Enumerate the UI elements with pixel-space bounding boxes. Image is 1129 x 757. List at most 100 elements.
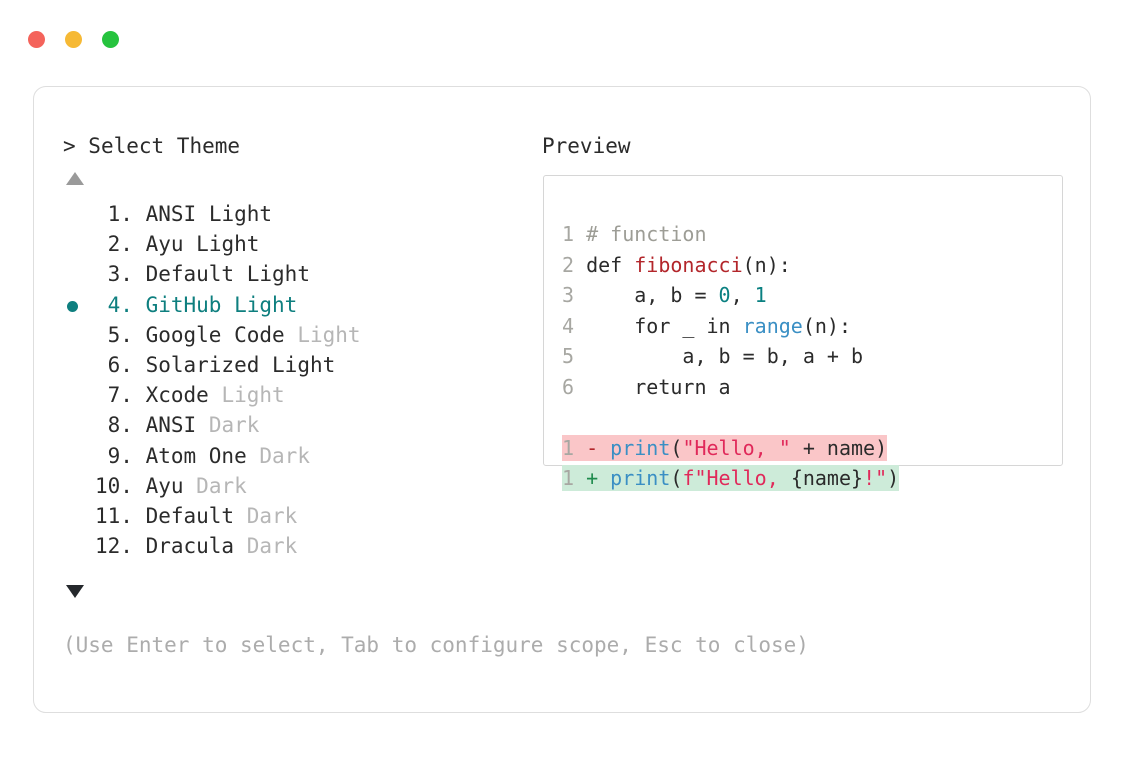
code-token-builtin: print — [610, 435, 671, 460]
theme-item-number: 10. — [95, 473, 133, 498]
minimize-window-button[interactable] — [65, 31, 82, 48]
theme-item-name: Default — [145, 503, 235, 528]
code-token-punct: ) — [887, 466, 900, 490]
selected-bullet-icon — [67, 300, 78, 312]
theme-item-text: 8. ANSI Dark — [95, 410, 260, 440]
code-line: 5 a, b = b, a + b — [562, 341, 899, 372]
theme-item-variant: Light — [297, 322, 361, 347]
code-line: 2 def fibonacci(n): — [562, 250, 899, 281]
theme-item-variant: Dark — [246, 503, 298, 528]
theme-item-number: 9. — [107, 443, 133, 468]
code-token-plain: a, b = b, a + b — [586, 344, 864, 368]
theme-item-name: Ayu — [145, 232, 184, 257]
diff-line-delete: 1 - print("Hello, " + name) — [562, 433, 899, 464]
theme-item-text: 4. GitHub Light — [95, 290, 298, 320]
diff-sign: + — [586, 466, 599, 490]
theme-item-variant: Dark — [196, 473, 247, 498]
theme-item-name: Default — [145, 262, 235, 287]
code-token-num: 1 — [754, 283, 767, 307]
theme-item-number: 2. — [107, 232, 133, 257]
code-token-comment: # function — [586, 222, 707, 246]
theme-item-text: 7. Xcode Light — [95, 380, 285, 410]
theme-item-variant: Light — [221, 383, 285, 408]
scroll-down-arrow-icon[interactable] — [66, 585, 84, 598]
theme-item-number: 7. — [107, 383, 133, 408]
code-token-plain: a, b = — [586, 283, 719, 307]
theme-item-name: Dracula — [145, 534, 235, 559]
code-line: 4 for _ in range(n): — [562, 311, 899, 342]
line-number: 6 — [562, 374, 575, 399]
theme-list-item[interactable]: 7. Xcode Light — [63, 380, 533, 410]
page-title: Select Theme — [88, 134, 241, 158]
theme-list-item[interactable]: 5. Google Code Light — [63, 320, 533, 350]
line-number: 4 — [562, 313, 575, 338]
code-line: 6 return a — [562, 372, 899, 403]
theme-item-name: Xcode — [145, 383, 209, 408]
prompt-caret-icon: > — [63, 134, 89, 158]
line-number: 5 — [562, 344, 575, 368]
theme-item-variant: Dark — [208, 413, 260, 438]
theme-item-text: 9. Atom One Dark — [95, 441, 310, 471]
line-number: 2 — [562, 252, 575, 277]
theme-item-number: 12. — [95, 534, 133, 559]
theme-list-item[interactable]: 1. ANSI Light — [63, 199, 533, 229]
code-token-punct: ( — [670, 466, 683, 490]
window-controls — [28, 31, 119, 48]
code-token-plain: def — [586, 252, 635, 277]
code-token-punct: (n): — [742, 252, 791, 277]
code-token-punct: ( — [670, 435, 683, 460]
theme-item-text: 12. Dracula Dark — [95, 531, 297, 561]
code-token-plain: return a — [586, 374, 731, 399]
theme-list-item[interactable]: 6. Solarized Light — [63, 350, 533, 380]
theme-item-number: 1. — [107, 202, 133, 226]
theme-item-name: Google Code — [145, 322, 285, 347]
scroll-up-arrow-icon[interactable] — [66, 172, 84, 185]
theme-item-variant: Light — [246, 262, 310, 287]
theme-list-item[interactable]: 4. GitHub Light — [63, 290, 533, 320]
theme-item-text: 1. ANSI Light — [95, 199, 272, 229]
code-token-builtin: range — [742, 313, 803, 338]
code-token-func: fibonacci — [634, 252, 743, 277]
code-line: 1 # function — [562, 219, 899, 250]
theme-list-item[interactable]: 12. Dracula Dark — [63, 531, 533, 561]
diff-sign: - — [586, 435, 599, 460]
theme-list-item[interactable]: 2. Ayu Light — [63, 229, 533, 259]
close-window-button[interactable] — [28, 31, 45, 48]
diff-line-add: 1 + print(f"Hello, {name}!") — [562, 463, 900, 494]
theme-item-name: Atom One — [145, 443, 247, 468]
theme-item-variant: Light — [208, 202, 273, 226]
theme-item-text: 5. Google Code Light — [95, 320, 361, 350]
theme-item-variant: Dark — [259, 443, 310, 468]
theme-list-item[interactable]: 8. ANSI Dark — [63, 410, 533, 440]
theme-list-item[interactable]: 9. Atom One Dark — [63, 441, 533, 471]
theme-item-name: Solarized — [145, 352, 260, 377]
theme-list-item[interactable]: 11. Default Dark — [63, 501, 533, 531]
code-token-string: f"Hello, — [682, 466, 791, 490]
maximize-window-button[interactable] — [102, 31, 119, 48]
code-token-string: !" — [863, 466, 888, 490]
theme-item-number: 3. — [107, 262, 133, 287]
theme-item-variant: Light — [196, 232, 260, 257]
theme-item-name: ANSI — [145, 413, 197, 438]
diff-highlight: 1 + print(f"Hello, {name}!") — [562, 465, 900, 491]
theme-item-number: 4. — [107, 292, 133, 317]
theme-item-variant: Light — [234, 292, 298, 317]
theme-item-name: Ayu — [145, 473, 184, 498]
theme-item-name: GitHub — [145, 292, 222, 317]
diff-highlight: 1 - print("Hello, " + name) — [562, 434, 888, 461]
theme-item-text: 10. Ayu Dark — [95, 471, 247, 501]
theme-item-name: ANSI — [145, 202, 197, 226]
line-number: 1 — [562, 222, 575, 246]
code-token-plain: for _ in — [586, 313, 743, 338]
theme-item-variant: Light — [272, 352, 336, 377]
code-token-string: "Hello, " — [682, 435, 791, 460]
theme-item-text: 2. Ayu Light — [95, 229, 260, 259]
theme-item-number: 11. — [95, 503, 133, 528]
theme-list-item[interactable]: 3. Default Light — [63, 259, 533, 289]
theme-item-variant: Dark — [246, 534, 298, 559]
line-number: 3 — [562, 283, 575, 307]
theme-list-item[interactable]: 10. Ayu Dark — [63, 471, 533, 501]
